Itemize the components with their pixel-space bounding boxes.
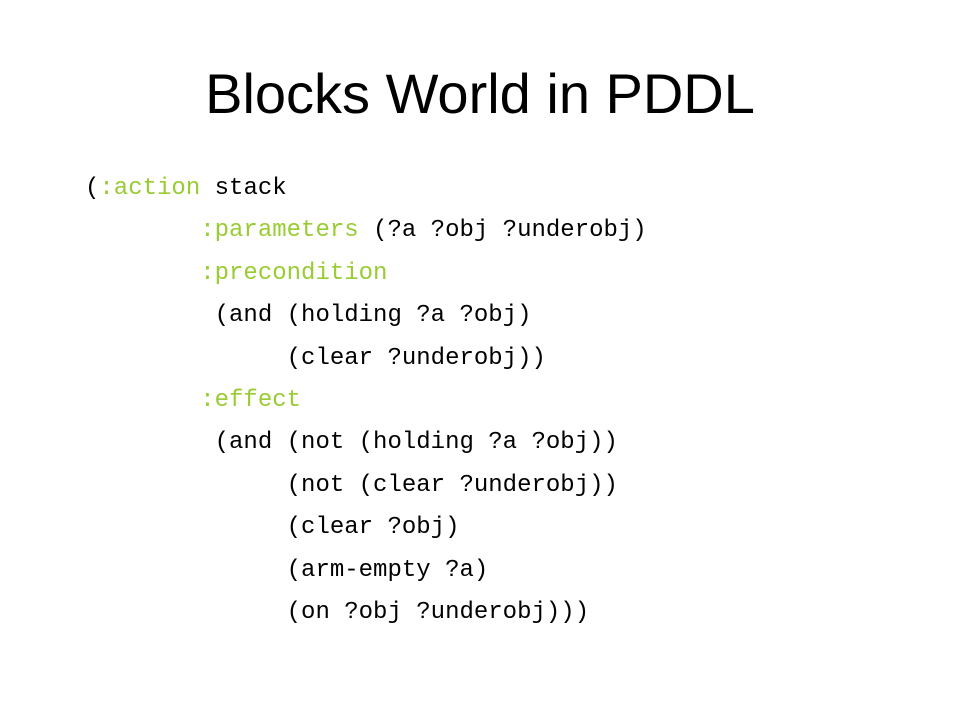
keyword-parameters: :parameters <box>200 217 359 245</box>
code-line: (and (not (holding ?a ?obj)) <box>214 429 618 457</box>
code-line: (clear ?underobj)) <box>286 344 546 372</box>
code-line: (not (clear ?underobj)) <box>286 471 618 499</box>
keyword-effect: :effect <box>200 386 302 414</box>
code-line: :effect <box>85 380 945 422</box>
slide-title: Blocks World in PDDL <box>205 62 755 125</box>
code-line: (:action stack <box>85 175 287 202</box>
code-line: (and (holding ?a ?obj) <box>214 302 532 330</box>
code-line: (clear ?obj) <box>286 514 460 542</box>
keyword-precondition: :precondition <box>200 259 388 287</box>
code-line: (on ?obj ?underobj))) <box>286 598 590 626</box>
code-line: :precondition <box>85 253 945 295</box>
code-line: :parameters (?a ?obj ?underobj) <box>200 217 647 245</box>
pddl-code-block: (:action stack :parameters (?a ?obj ?und… <box>85 168 945 634</box>
code-line: (arm-empty ?a) <box>286 556 489 584</box>
keyword-action: :action <box>99 175 201 202</box>
